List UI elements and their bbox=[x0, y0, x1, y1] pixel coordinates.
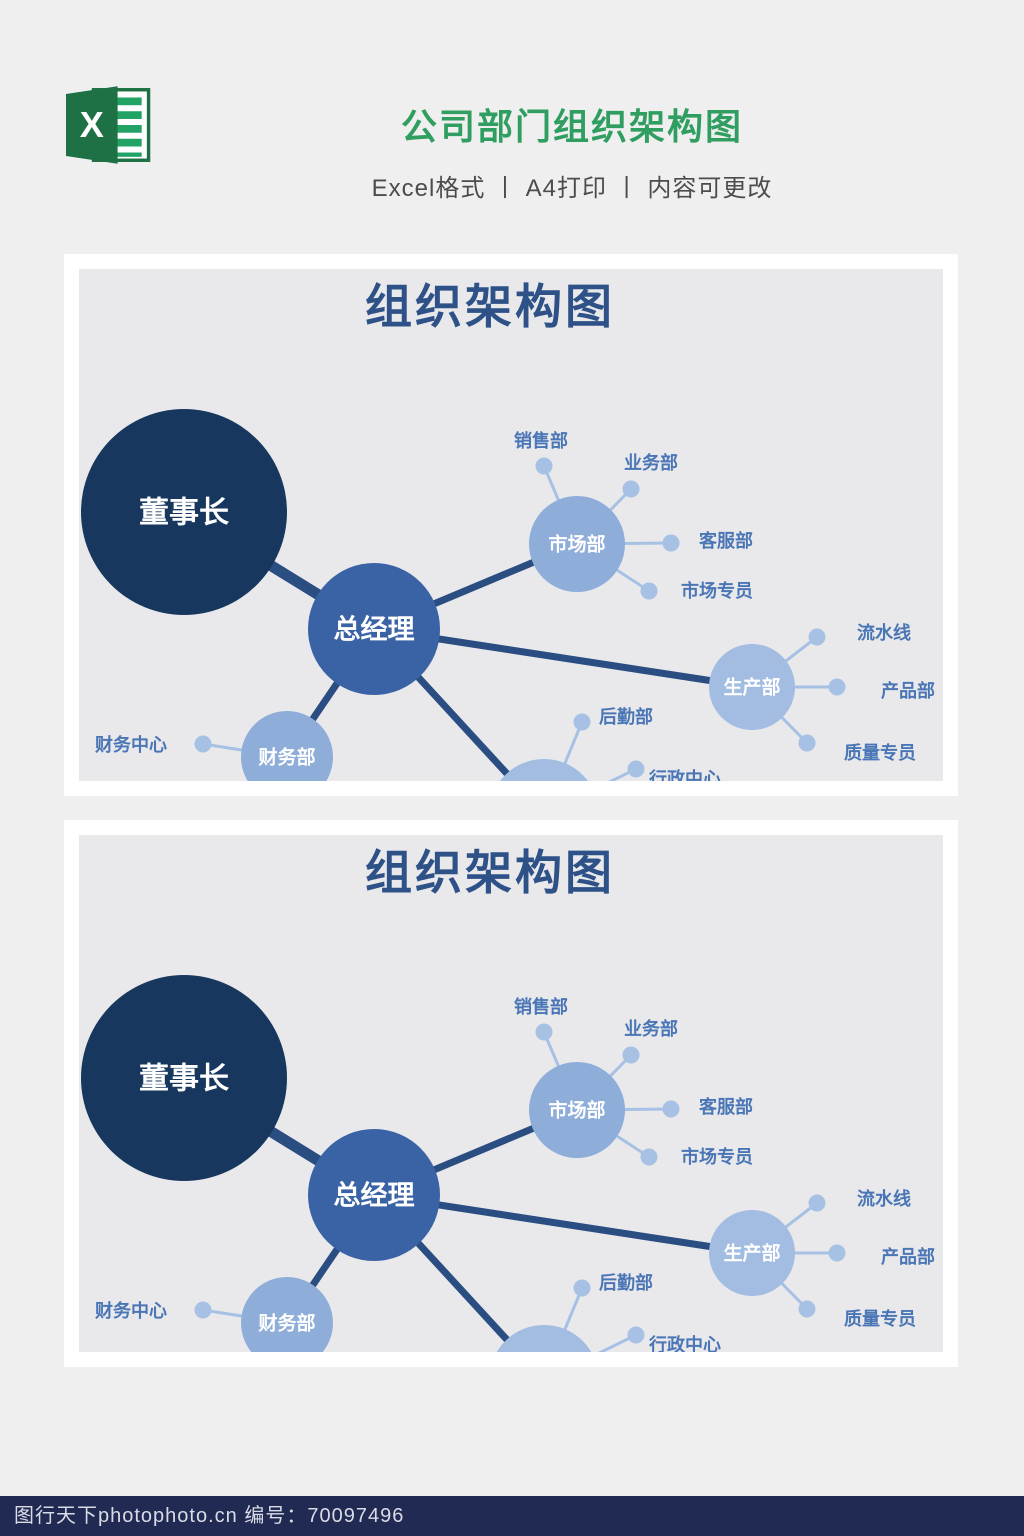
org-node-finance bbox=[241, 1277, 333, 1352]
satellite-label: 销售部 bbox=[514, 430, 568, 451]
satellite-line bbox=[608, 767, 637, 781]
satellite-label: 财务中心 bbox=[95, 734, 167, 755]
org-node-finance bbox=[241, 711, 333, 781]
page-title: 公司部门组织架构图 bbox=[400, 106, 743, 147]
satellite-label: 市场专员 bbox=[681, 1146, 753, 1167]
footer: 图行天下photophoto.cn 编号：70097496 bbox=[0, 1496, 1024, 1536]
satellite-label: 行政中心 bbox=[648, 768, 721, 781]
preview-card-bottom: 销售部业务部客服部市场专员流水线产品部质量专员 后勤部行政中心 财务中心 董事长总经理… bbox=[64, 820, 958, 1367]
satellite-dot bbox=[194, 735, 212, 753]
satellite-dot bbox=[535, 1023, 553, 1041]
satellite-dot bbox=[640, 1148, 658, 1166]
satellite-dot bbox=[808, 1194, 826, 1212]
satellite-dot bbox=[798, 1300, 816, 1318]
satellite-label: 客服部 bbox=[699, 530, 753, 551]
org-node-market bbox=[529, 1062, 625, 1158]
org-node-chairman bbox=[81, 409, 287, 615]
footer-text: 图行天下photophoto.cn 编号：70097496 bbox=[14, 1505, 405, 1527]
satellite-dot bbox=[798, 734, 816, 752]
chart-area-bottom: 销售部业务部客服部市场专员流水线产品部质量专员 后勤部行政中心 财务中心 董事长总经理… bbox=[79, 835, 943, 1352]
satellite-label: 质量专员 bbox=[844, 742, 916, 763]
org-node-label: 生产部 bbox=[723, 1242, 780, 1265]
satellite-label: 销售部 bbox=[514, 996, 568, 1017]
satellite-label: 产品部 bbox=[881, 1246, 935, 1267]
org-node-label: 财务部 bbox=[258, 746, 315, 769]
org-node-label: 市场部 bbox=[548, 533, 605, 556]
satellite-dot bbox=[662, 1100, 680, 1118]
org-node-label: 董事长 bbox=[139, 497, 229, 530]
satellite-dot bbox=[828, 678, 846, 696]
satellite-dot bbox=[808, 628, 826, 646]
org-node-gm bbox=[308, 563, 440, 695]
preview-card-top: 销售部业务部客服部市场专员流水线产品部质量专员 后勤部行政中心 财务中心 董事长总经理… bbox=[64, 254, 958, 796]
chart-title: 组织架构图 bbox=[365, 846, 615, 899]
svg-text:X: X bbox=[80, 104, 104, 145]
org-node-label: 总经理 bbox=[334, 1179, 415, 1210]
satellite-label: 产品部 bbox=[881, 680, 935, 701]
chart-area-top: 销售部业务部客服部市场专员流水线产品部质量专员 后勤部行政中心 财务中心 董事长总经理… bbox=[79, 269, 943, 781]
org-node-label: 财务部 bbox=[258, 1312, 315, 1335]
org-node-market bbox=[529, 496, 625, 592]
org-node-label: 董事长 bbox=[139, 1063, 229, 1096]
satellite-label: 市场专员 bbox=[681, 580, 753, 601]
header-text: 公司部门组织架构图 Excel格式 丨 A4打印 丨 内容可更改 bbox=[120, 98, 1024, 203]
satellite-label: 后勤部 bbox=[599, 706, 653, 727]
satellite-label: 客服部 bbox=[699, 1096, 753, 1117]
header: X 公司部门组织架构图 Excel格式 丨 A4打印 丨 内容可更改 bbox=[0, 0, 1024, 235]
satellite-label: 业务部 bbox=[624, 452, 678, 473]
org-node-admin bbox=[496, 1325, 592, 1352]
satellite-label: 流水线 bbox=[857, 622, 911, 643]
org-node-prod bbox=[709, 1210, 795, 1296]
satellite-label: 业务部 bbox=[624, 1018, 678, 1039]
satellite-dot bbox=[573, 1279, 591, 1297]
satellite-label: 流水线 bbox=[857, 1188, 911, 1209]
satellite-dot bbox=[627, 760, 645, 778]
org-node-chairman bbox=[81, 975, 287, 1181]
chart-title: 组织架构图 bbox=[365, 280, 615, 333]
satellite-line bbox=[597, 1333, 637, 1352]
org-node-prod bbox=[709, 644, 795, 730]
satellite-dot bbox=[627, 1326, 645, 1344]
satellite-dot bbox=[194, 1301, 212, 1319]
org-node-label: 总经理 bbox=[334, 613, 415, 644]
satellite-label: 行政中心 bbox=[648, 1334, 721, 1352]
satellite-dot bbox=[622, 480, 640, 498]
satellite-dot bbox=[535, 457, 553, 475]
satellite-dot bbox=[662, 534, 680, 552]
satellite-dot bbox=[622, 1046, 640, 1064]
satellite-label: 财务中心 bbox=[95, 1300, 167, 1321]
org-node-label: 生产部 bbox=[723, 676, 780, 699]
satellite-dot bbox=[828, 1244, 846, 1262]
excel-icon: X bbox=[66, 86, 151, 164]
satellite-label: 后勤部 bbox=[599, 1272, 653, 1293]
org-node-gm bbox=[308, 1129, 440, 1261]
satellite-label: 质量专员 bbox=[844, 1308, 916, 1329]
satellite-dot bbox=[640, 582, 658, 600]
page-subtitle: Excel格式 丨 A4打印 丨 内容可更改 bbox=[371, 175, 773, 202]
org-node-label: 市场部 bbox=[548, 1099, 605, 1122]
satellite-dot bbox=[573, 713, 591, 731]
org-node-admin bbox=[500, 759, 588, 781]
